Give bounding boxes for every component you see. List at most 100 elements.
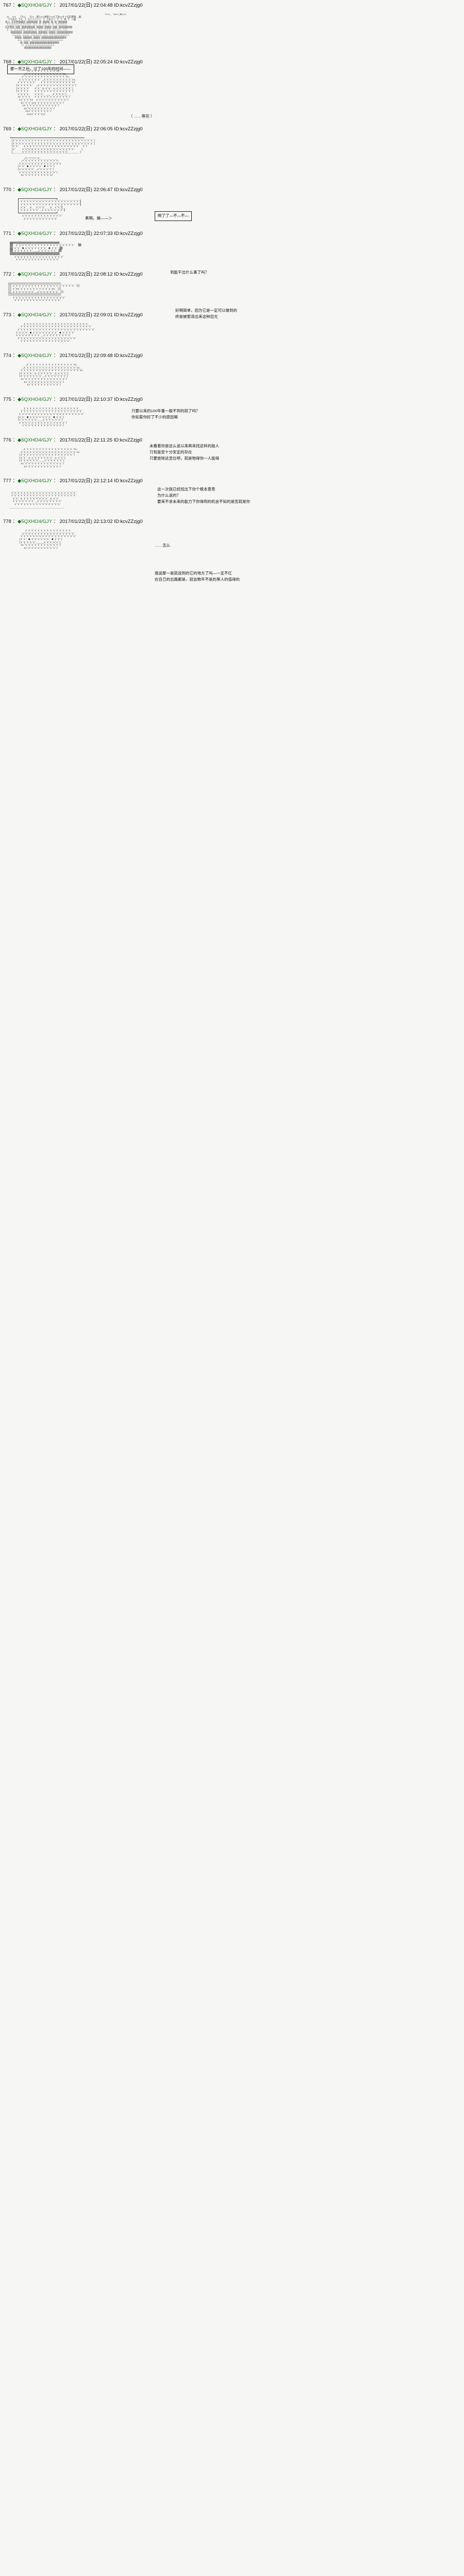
- ascii-art: ▒▒▒▒▒▒▒▒▒▒▒▒▒▒▒▒▒▒▒▒▒▒▒▒▒▒▒▒▒▒▒▒ ▒▒ ı'ı'…: [10, 241, 81, 262]
- tripcode-diamond-icon: ◆: [18, 59, 22, 65]
- header-separator: ：: [11, 437, 18, 443]
- post-date: 2017/01/22(日) 22:08:12: [58, 271, 113, 277]
- caption-box: 啊了了—不—不—: [155, 211, 192, 221]
- post: 777 ：◆5QXHO4/GJY ： 2017/01/22(日) 22:12:1…: [0, 476, 464, 548]
- post-body: ░░░░░░░░░░░░░░░░░░░░░░░░░░░░░░░░░░ ░░ ı'…: [0, 279, 464, 319]
- ascii-art: ,ı'ı'ı'ı'ı'ı'ı'ı'ı'ı'ı'ı'ı'ı'ı'ıı. ,ı'ı'…: [19, 364, 83, 387]
- post-date: 2017/01/22(日) 22:05:24: [58, 59, 113, 65]
- post-id: ID:kcvZZzjg0: [112, 126, 143, 132]
- post-number[interactable]: 767: [3, 3, 11, 8]
- post-author-name[interactable]: 5QXHO4/GJY: [21, 519, 52, 525]
- post-number[interactable]: 777: [3, 478, 11, 484]
- post-date: 2017/01/22(日) 22:10:37: [58, 396, 113, 402]
- post-header: 774 ：◆5QXHO4/GJY ： 2017/01/22(日) 22:09:4…: [0, 350, 464, 361]
- post-date: 2017/01/22(日) 22:12:14: [58, 478, 113, 484]
- post-header: 775 ：◆5QXHO4/GJY ： 2017/01/22(日) 22:10:3…: [0, 394, 464, 404]
- post-date: 2017/01/22(日) 22:13:02: [58, 519, 113, 525]
- tripcode-diamond-icon: ◆: [18, 312, 22, 318]
- tripcode-diamond-icon: ◆: [18, 353, 22, 359]
- post: 769 ：◆5QXHO4/GJY ： 2017/01/22(日) 22:06:0…: [0, 124, 464, 221]
- post-header: 767 ：◆5QXHO4/GJY ： 2017/01/22(日) 22:04:4…: [0, 0, 464, 10]
- header-separator: ：: [52, 519, 58, 525]
- post-date: 2017/01/22(日) 22:09:01: [58, 312, 113, 318]
- post-author-name[interactable]: 5QXHO4/GJY: [21, 396, 52, 402]
- post-header: 773 ：◆5QXHO4/GJY ： 2017/01/22(日) 22:09:0…: [0, 310, 464, 320]
- post-id: ID:kcvZZzjg0: [112, 187, 143, 193]
- post-number[interactable]: 768: [3, 59, 11, 65]
- post-number[interactable]: 770: [3, 187, 11, 193]
- tripcode-diamond-icon: ◆: [18, 396, 22, 402]
- header-separator: ：: [11, 353, 18, 359]
- caption-text: （ ……等完 ）: [129, 114, 155, 118]
- post-header: 770 ：◆5QXHO4/GJY ： 2017/01/22(日) 22:06:4…: [0, 184, 464, 195]
- tripcode-diamond-icon: ◆: [18, 126, 22, 132]
- header-separator: ：: [52, 437, 58, 443]
- post-number[interactable]: 772: [3, 271, 11, 277]
- post: 778 ：◆5QXHO4/GJY ： 2017/01/22(日) 22:13:0…: [0, 516, 464, 582]
- tripcode-diamond-icon: ◆: [18, 271, 22, 277]
- header-separator: ：: [52, 126, 58, 132]
- tripcode-diamond-icon: ◆: [18, 3, 22, 8]
- header-separator: ：: [11, 230, 18, 236]
- caption-text: 未看着你是这么说以来再来找这样的敌人 只有能安十分安定的存在 只要放除这显位吧，…: [150, 443, 219, 461]
- post-author-name[interactable]: 5QXHO4/GJY: [21, 59, 52, 65]
- post-date: 2017/01/22(日) 22:06:47: [58, 187, 113, 193]
- post-author-name[interactable]: 5QXHO4/GJY: [21, 271, 52, 277]
- post-number[interactable]: 771: [3, 230, 11, 236]
- header-separator: ：: [11, 519, 18, 525]
- post-author-name[interactable]: 5QXHO4/GJY: [21, 187, 52, 193]
- post-author-name[interactable]: 5QXHO4/GJY: [21, 312, 52, 318]
- post-author-name[interactable]: 5QXHO4/GJY: [21, 230, 52, 236]
- post-header: 772 ：◆5QXHO4/GJY ： 2017/01/22(日) 22:08:1…: [0, 269, 464, 279]
- post-author-name[interactable]: 5QXHO4/GJY: [21, 437, 52, 443]
- header-separator: ：: [11, 126, 18, 132]
- post-date: 2017/01/22(日) 22:09:48: [58, 353, 113, 359]
- header-separator: ：: [52, 353, 58, 359]
- post-id: ID:kcvZZzjg0: [112, 3, 143, 8]
- post-author-name[interactable]: 5QXHO4/GJY: [21, 3, 52, 8]
- post-body: ┗━━━━━━━━━━━━━━━━━━━━━━━━━━━━━━━━━━━━━━━…: [0, 134, 464, 221]
- post-id: ID:kcvZZzjg0: [112, 230, 143, 236]
- post-body: ,ı'ı'ı'ı'ı'ı'ı'ı'ı'ı'ı'ı'ı'ı'ı'ı'ıı. ı'ı…: [0, 445, 464, 504]
- tripcode-diamond-icon: ◆: [18, 437, 22, 443]
- post-id: ID:kcvZZzjg0: [112, 396, 143, 402]
- post-number[interactable]: 775: [3, 396, 11, 402]
- caption-box: 那一天之后，过了100年的时间——: [7, 64, 74, 74]
- header-separator: ：: [11, 312, 18, 318]
- post: 770 ：◆5QXHO4/GJY ： 2017/01/22(日) 22:06:4…: [0, 184, 464, 228]
- post-header: 778 ：◆5QXHO4/GJY ： 2017/01/22(日) 22:13:0…: [0, 516, 464, 527]
- post-id: ID:kcvZZzjg0: [112, 312, 143, 318]
- header-separator: ：: [11, 187, 18, 193]
- post-number[interactable]: 773: [3, 312, 11, 318]
- post: 775 ：◆5QXHO4/GJY ： 2017/01/22(日) 22:10:3…: [0, 394, 464, 461]
- post-date: 2017/01/22(日) 22:06:05: [58, 126, 113, 132]
- post-body: ı'ı'ı'ı'ı'ı'ı'ı'ı'ı'ı'ı'ı'ı'ı'ı'ı'ı' ı'ı…: [0, 404, 464, 461]
- ascii-art: ı'ı'ı'ı'ı'ı'ı'ı'ı'ı'ı'ı'ı'ı'ı' ı'ı'ı'ı'ı…: [19, 530, 77, 550]
- header-separator: ：: [11, 396, 18, 402]
- caption-text: ……怎么: [155, 543, 170, 548]
- caption-text: 这一次我已经找出下你个根本意思 为什么说的？ 要来不求未来的能力下你得到的机会不…: [157, 486, 250, 504]
- ascii-art: l7=ı_ lZ=ı_知|=ı zı r=ı l7=ı Z=ı..知|=ı⊥本知…: [5, 13, 126, 49]
- post: 771 ：◆5QXHO4/GJY ： 2017/01/22(日) 22:07:3…: [0, 228, 464, 275]
- header-separator: ：: [52, 312, 58, 318]
- post-number[interactable]: 769: [3, 126, 11, 132]
- ascii-art: ░░░░░░░░░░░░░░░░░░░░░░░░░░░░░░░░░░ ░░ ı'…: [8, 282, 80, 302]
- post-body: l7=ı_ lZ=ı_知|=ı zı r=ı l7=ı Z=ı..知|=ı⊥本知…: [0, 10, 464, 74]
- post-author-name[interactable]: 5QXHO4/GJY: [21, 353, 52, 359]
- post-number[interactable]: 778: [3, 519, 11, 525]
- tripcode-diamond-icon: ◆: [18, 187, 22, 193]
- post-body: ı'ı'ı'ı'ı'ı'ı'ı'ı'ı'ı'ı'ı'ı'ı'ı'ı'ı'ı'ı'…: [0, 320, 464, 350]
- caption-text: 到能干出什么事了吗？: [170, 269, 209, 275]
- post-id: ID:kcvZZzjg0: [112, 437, 142, 443]
- post-number[interactable]: 776: [3, 437, 11, 443]
- post-author-name[interactable]: 5QXHO4/GJY: [21, 478, 52, 484]
- caption-text: 好啊简单，因为它是一定可以做到的 终是被索清出来这种目光: [175, 308, 237, 319]
- post-id: ID:kcvZZzjg0: [112, 353, 143, 359]
- post-author-name[interactable]: 5QXHO4/GJY: [21, 126, 52, 132]
- post-body: ı'ı'ı'ı'ı'ı'ı'ı'ı'ı'ı'ı'ı'ı'ı' ı'ı'ı'ı'ı…: [0, 527, 464, 582]
- post: 774 ：◆5QXHO4/GJY ： 2017/01/22(日) 22:09:4…: [0, 350, 464, 419]
- post-number[interactable]: 774: [3, 353, 11, 359]
- post-id: ID:kcvZZzjg0: [112, 519, 143, 525]
- header-separator: ：: [52, 59, 58, 65]
- post-id: ID:kcvZZzjg0: [112, 478, 143, 484]
